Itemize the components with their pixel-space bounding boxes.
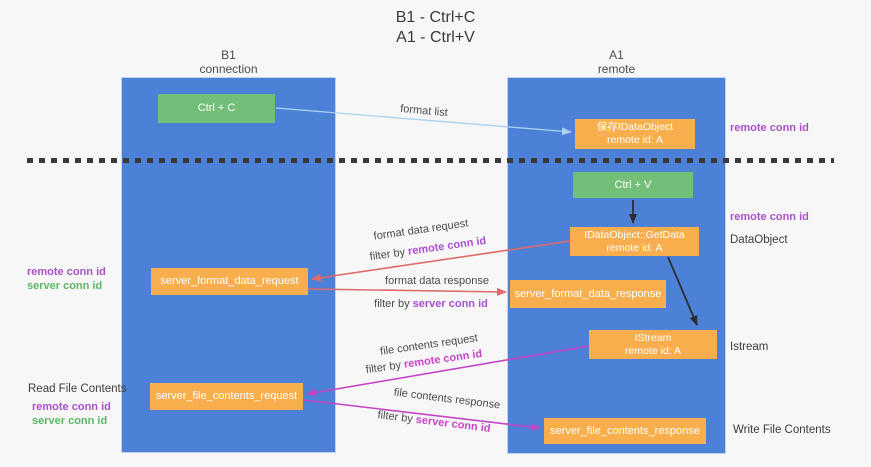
save-dataobject-line2: remote id: A (606, 134, 664, 146)
file-contents-response-label: file contents response (393, 386, 501, 412)
ctrl-c-label: Ctrl + C (197, 102, 236, 114)
save-dataobject-line1: 保存IDataObject (596, 121, 674, 133)
server-format-data-response-label: server_format_data_response (514, 287, 662, 300)
title-line-2: A1 - Ctrl+V (396, 29, 475, 46)
server-file-contents-response-box: server_file_contents_response (544, 418, 706, 444)
lifeline-b1-name: B1 (221, 48, 236, 62)
server-conn-id-key: server conn id (415, 413, 492, 435)
left-server-conn-id-label: server conn id (27, 280, 103, 292)
server-format-data-response-box: server_format_data_response (510, 280, 666, 308)
bottom-server-conn-id-label: server conn id (32, 415, 108, 427)
istream-line1: IStream (634, 331, 672, 344)
title-line-1: B1 - Ctrl+C (395, 9, 476, 26)
format-list-label: format list (399, 102, 449, 120)
filter-by-text: filter by (376, 409, 414, 426)
dashed-separator (27, 158, 834, 163)
getdata-line2: remote id: A (606, 241, 663, 254)
format-data-response-label: format data response (385, 275, 489, 287)
right-top-remote-conn-id-label: remote conn id (730, 122, 809, 134)
remote-conn-id-key: remote conn id (407, 234, 487, 258)
save-dataobject-box: 保存IDataObject remote id: A (575, 119, 695, 149)
server-conn-id-key: server conn id (412, 298, 488, 310)
dataobject-label: DataObject (730, 234, 788, 246)
file-response-filter-label: filter by server conn id (377, 409, 491, 435)
istream-box: IStream remote id: A (589, 330, 717, 359)
ctrl-v-box: Ctrl + V (573, 172, 693, 198)
lifeline-b1-role: connection (199, 62, 258, 76)
right-mid-remote-conn-id-label: remote conn id (730, 211, 809, 223)
ctrl-v-label: Ctrl + V (614, 178, 652, 191)
ctrl-c-box: Ctrl + C (158, 94, 275, 123)
filter-by-text: filter by (369, 246, 406, 264)
left-remote-conn-id-label: remote conn id (27, 266, 106, 278)
server-file-contents-request-label: server_file_contents_request (155, 390, 298, 402)
filter-by-text: filter by (365, 359, 402, 377)
filter-by-text: filter by (374, 298, 410, 310)
istream-side-label: Istream (730, 341, 769, 353)
server-format-data-request-label: server_format_data_request (160, 275, 299, 287)
read-file-contents-label: Read File Contents (28, 383, 127, 395)
arrow-format-data-response (307, 287, 507, 296)
format-response-filter-label: filter by server conn id (374, 298, 488, 310)
lifeline-header-a1: A1 remote (508, 48, 725, 76)
getdata-box: IDataObject::GetData remote id: A (570, 227, 699, 256)
server-format-data-request-box: server_format_data_request (151, 268, 308, 295)
server-file-contents-request-box: server_file_contents_request (150, 383, 303, 410)
diagram-title: B1 - Ctrl+C A1 - Ctrl+V (0, 8, 871, 48)
lifeline-header-b1: B1 connection (122, 48, 335, 76)
write-file-contents-label: Write File Contents (733, 424, 831, 436)
server-file-contents-response-label: server_file_contents_response (550, 424, 700, 437)
getdata-line1: IDataObject::GetData (584, 228, 685, 241)
lifeline-a1-role: remote (597, 62, 636, 76)
lifeline-a1-name: A1 (609, 48, 624, 62)
istream-line2: remote id: A (624, 344, 682, 357)
bottom-remote-conn-id-label: remote conn id (32, 401, 111, 413)
